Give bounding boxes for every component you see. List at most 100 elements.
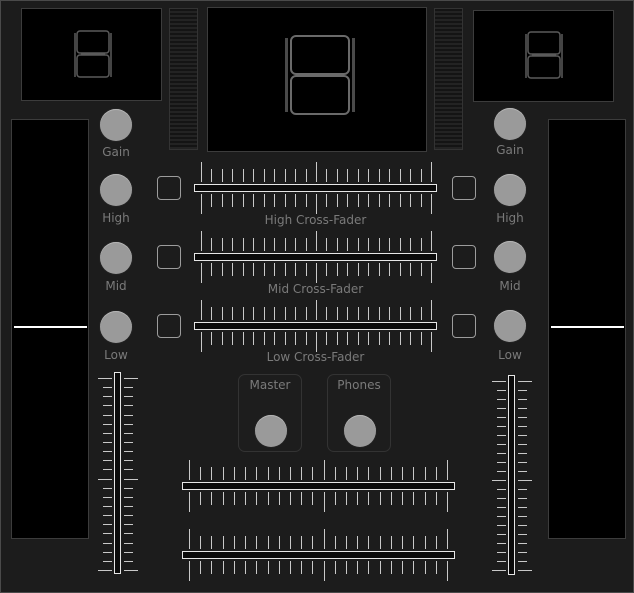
scale-tick xyxy=(368,492,369,505)
scale-tick xyxy=(337,194,338,207)
scale-tick xyxy=(347,238,348,251)
right-high-kill-button[interactable] xyxy=(452,176,476,200)
scale-tick xyxy=(103,543,112,544)
scale-tick xyxy=(243,307,244,320)
right-playhead-line xyxy=(551,326,624,328)
right-gain-knob[interactable] xyxy=(494,108,526,140)
scale-tick xyxy=(358,169,359,182)
scale-tick xyxy=(124,524,133,525)
scale-tick xyxy=(124,479,138,480)
scale-tick xyxy=(380,561,381,574)
scale-tick xyxy=(410,332,411,345)
right-deck-waveform[interactable] xyxy=(548,119,626,539)
scale-tick xyxy=(518,417,527,418)
seven-segment-display-icon xyxy=(525,31,563,79)
scale-tick xyxy=(335,536,336,549)
scale-tick xyxy=(201,231,202,251)
left-low-knob[interactable] xyxy=(100,311,132,343)
scale-tick xyxy=(264,194,265,207)
scale-tick xyxy=(379,307,380,320)
master-knob[interactable] xyxy=(255,415,287,447)
scale-tick xyxy=(124,415,133,416)
scale-tick xyxy=(274,169,275,182)
scale-tick xyxy=(497,471,506,472)
scale-tick xyxy=(421,194,422,207)
scale-tick xyxy=(389,169,390,182)
right-high-knob[interactable] xyxy=(494,174,526,206)
scale-tick xyxy=(306,263,307,276)
scale-tick xyxy=(497,561,506,562)
left-mid-kill-button[interactable] xyxy=(157,245,181,269)
low-crossfader[interactable] xyxy=(194,322,437,330)
scale-tick xyxy=(358,263,359,276)
left-low-label: Low xyxy=(104,348,128,362)
scale-tick xyxy=(379,169,380,182)
right-low-kill-button[interactable] xyxy=(452,314,476,338)
scale-tick xyxy=(421,307,422,320)
scale-tick xyxy=(295,332,296,345)
scale-tick xyxy=(232,307,233,320)
phones-knob[interactable] xyxy=(344,415,376,447)
scale-tick xyxy=(232,332,233,345)
right-mid-kill-button[interactable] xyxy=(452,245,476,269)
scale-tick xyxy=(243,263,244,276)
high-crossfader[interactable] xyxy=(194,184,437,192)
scale-tick xyxy=(379,194,380,207)
scale-tick xyxy=(279,467,280,480)
bottom-fader-1[interactable] xyxy=(182,482,455,490)
left-high-label: High xyxy=(102,211,130,225)
scale-tick xyxy=(124,515,133,516)
left-deck-display xyxy=(21,8,162,101)
scale-tick xyxy=(103,451,112,452)
scale-tick xyxy=(301,536,302,549)
left-mid-knob[interactable] xyxy=(100,242,132,274)
right-mid-knob[interactable] xyxy=(494,241,526,273)
scale-tick xyxy=(103,460,112,461)
scale-tick xyxy=(223,467,224,480)
scale-tick xyxy=(211,194,212,207)
scale-tick xyxy=(103,506,112,507)
low-crossfader-label: Low Cross-Fader xyxy=(266,350,365,364)
left-mid-label: Mid xyxy=(105,279,127,293)
scale-tick xyxy=(189,492,190,512)
scale-tick xyxy=(326,307,327,320)
scale-tick xyxy=(324,529,325,549)
master-label: Master xyxy=(249,378,291,392)
scale-tick xyxy=(243,169,244,182)
right-volume-fader[interactable] xyxy=(508,375,515,575)
left-playhead-line xyxy=(14,326,87,328)
scale-tick xyxy=(295,169,296,182)
scale-tick xyxy=(368,238,369,251)
scale-tick xyxy=(400,169,401,182)
scale-tick xyxy=(402,467,403,480)
scale-tick xyxy=(200,536,201,549)
scale-tick xyxy=(431,332,432,352)
scale-tick xyxy=(400,307,401,320)
scale-tick xyxy=(379,238,380,251)
scale-tick xyxy=(402,492,403,505)
left-volume-fader[interactable] xyxy=(114,372,121,574)
scale-tick xyxy=(497,507,506,508)
scale-tick xyxy=(124,442,133,443)
scale-tick xyxy=(245,467,246,480)
left-high-kill-button[interactable] xyxy=(157,176,181,200)
scale-tick xyxy=(279,561,280,574)
scale-tick xyxy=(413,536,414,549)
left-deck-waveform[interactable] xyxy=(11,119,89,539)
left-low-kill-button[interactable] xyxy=(157,314,181,338)
scale-tick xyxy=(306,194,307,207)
scale-tick xyxy=(274,332,275,345)
bottom-fader-2[interactable] xyxy=(182,551,455,559)
scale-tick xyxy=(124,469,133,470)
scale-tick xyxy=(234,561,235,574)
left-gain-knob[interactable] xyxy=(100,109,132,141)
right-low-knob[interactable] xyxy=(494,310,526,342)
scale-tick xyxy=(421,238,422,251)
left-high-knob[interactable] xyxy=(100,174,132,206)
scale-tick xyxy=(223,536,224,549)
scale-tick xyxy=(103,396,112,397)
mid-crossfader[interactable] xyxy=(194,253,437,261)
scale-tick xyxy=(400,332,401,345)
scale-tick xyxy=(421,169,422,182)
left-gain-label: Gain xyxy=(102,145,130,159)
